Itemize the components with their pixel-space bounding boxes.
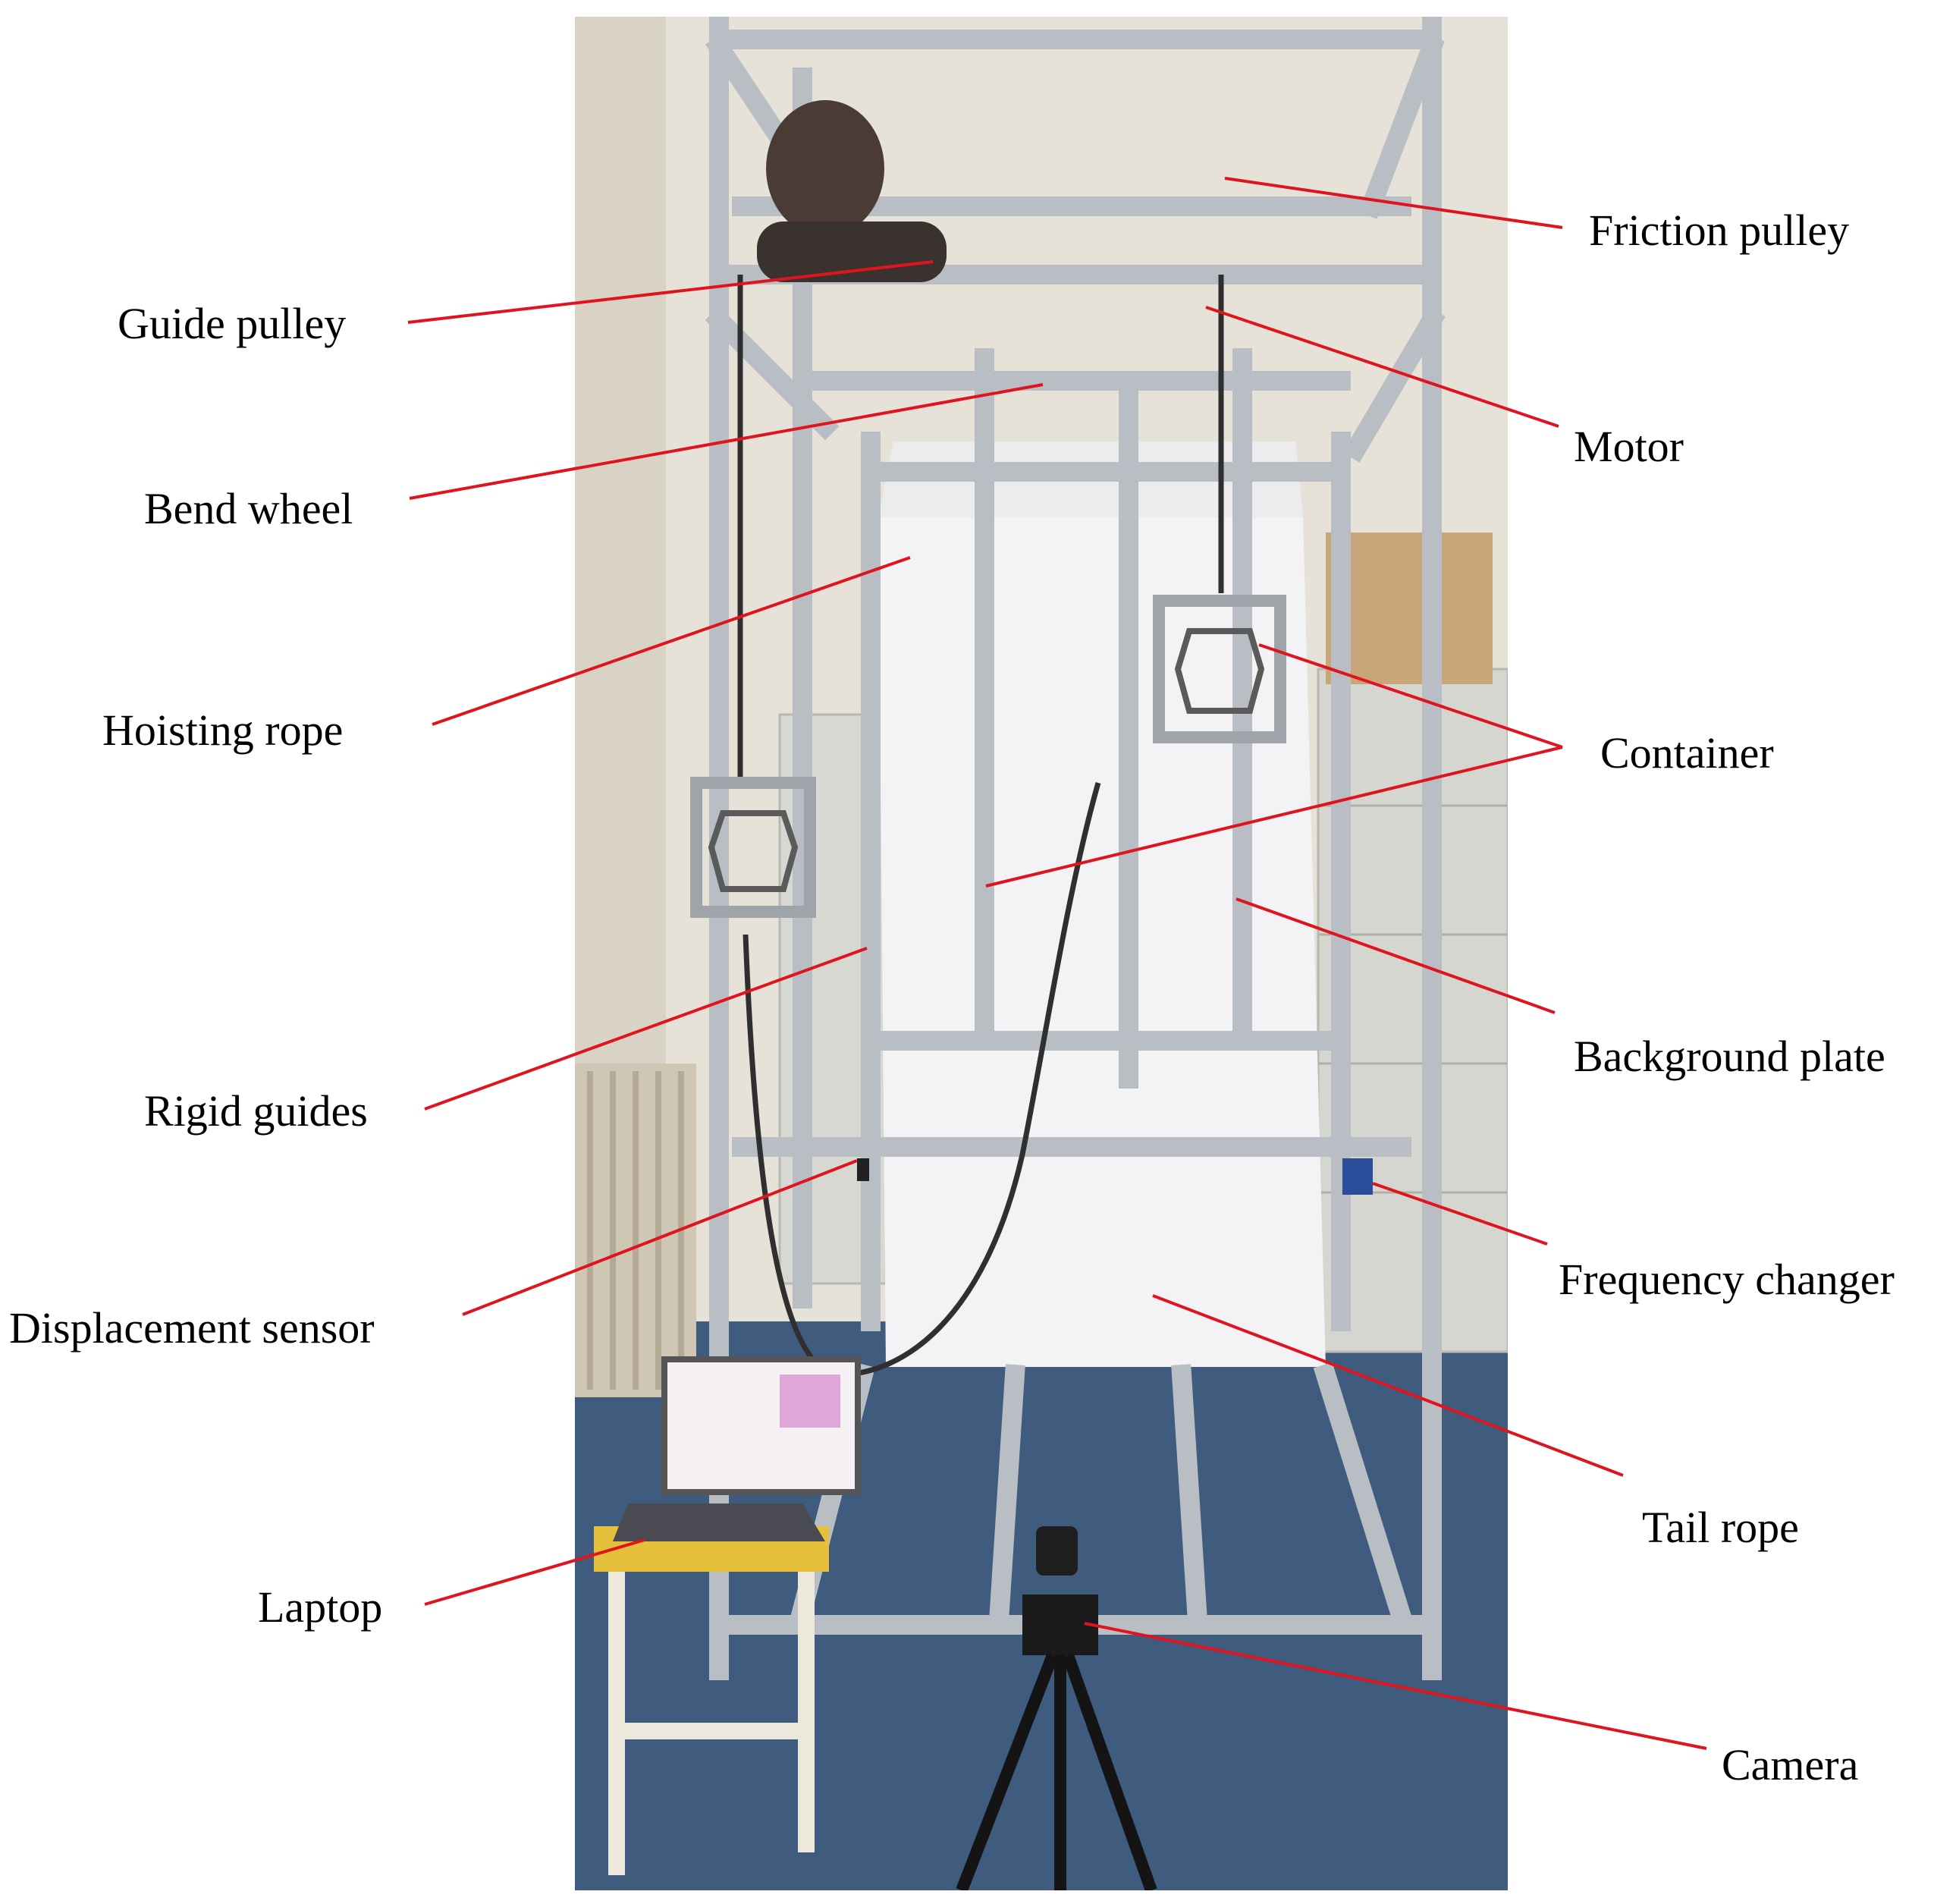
leader-frequency-changer <box>1372 1182 1548 1246</box>
test-rig-photo <box>575 17 1508 1890</box>
label-rigid-guides: Rigid guides <box>144 1086 368 1136</box>
cardboard-box <box>1326 533 1493 684</box>
label-laptop: Laptop <box>258 1582 383 1632</box>
hoisting-ropes <box>737 275 1224 783</box>
displacement-sensor-shape <box>857 1158 869 1181</box>
label-container: Container <box>1600 728 1774 778</box>
label-frequency-changer: Frequency changer <box>1559 1255 1895 1304</box>
label-hoisting-rope: Hoisting rope <box>102 705 344 755</box>
stool-legs <box>608 1572 815 1875</box>
tail-rope-shape <box>743 782 1101 1378</box>
leader-hoisting-rope <box>432 556 911 726</box>
label-background-plate: Background plate <box>1574 1032 1885 1081</box>
leader-guide-pulley <box>407 260 934 324</box>
leader-displacement-sensor <box>462 1159 858 1316</box>
label-motor: Motor <box>1574 422 1684 471</box>
leader-motor <box>1205 306 1559 428</box>
leader-camera <box>1084 1622 1707 1750</box>
label-bend-wheel: Bend wheel <box>144 484 353 533</box>
leader-container-upper <box>1258 643 1563 749</box>
label-guide-pulley: Guide pulley <box>118 299 347 348</box>
container-right-shape <box>1153 595 1286 743</box>
friction-pulley-shape <box>766 100 884 237</box>
camera-lens <box>1036 1526 1078 1576</box>
laptop-screen-image <box>780 1375 840 1428</box>
leader-laptop <box>424 1538 645 1606</box>
test-rig-illustration <box>575 17 1508 1890</box>
leader-container-lower <box>985 746 1563 888</box>
laptop-base <box>613 1503 825 1541</box>
leader-background-plate <box>1235 897 1556 1014</box>
label-displacement-sensor: Displacement sensor <box>9 1303 375 1353</box>
label-friction-pulley: Friction pulley <box>1589 206 1850 255</box>
label-camera: Camera <box>1722 1740 1859 1789</box>
label-tail-rope: Tail rope <box>1642 1503 1799 1552</box>
frequency-changer-shape <box>1342 1158 1373 1195</box>
leader-friction-pulley <box>1224 177 1563 229</box>
leader-rigid-guides <box>424 947 868 1111</box>
leader-bend-wheel <box>409 383 1044 500</box>
tripod-legs <box>956 1653 1157 1890</box>
leader-tail-rope <box>1152 1294 1624 1477</box>
container-left-shape <box>690 777 816 918</box>
